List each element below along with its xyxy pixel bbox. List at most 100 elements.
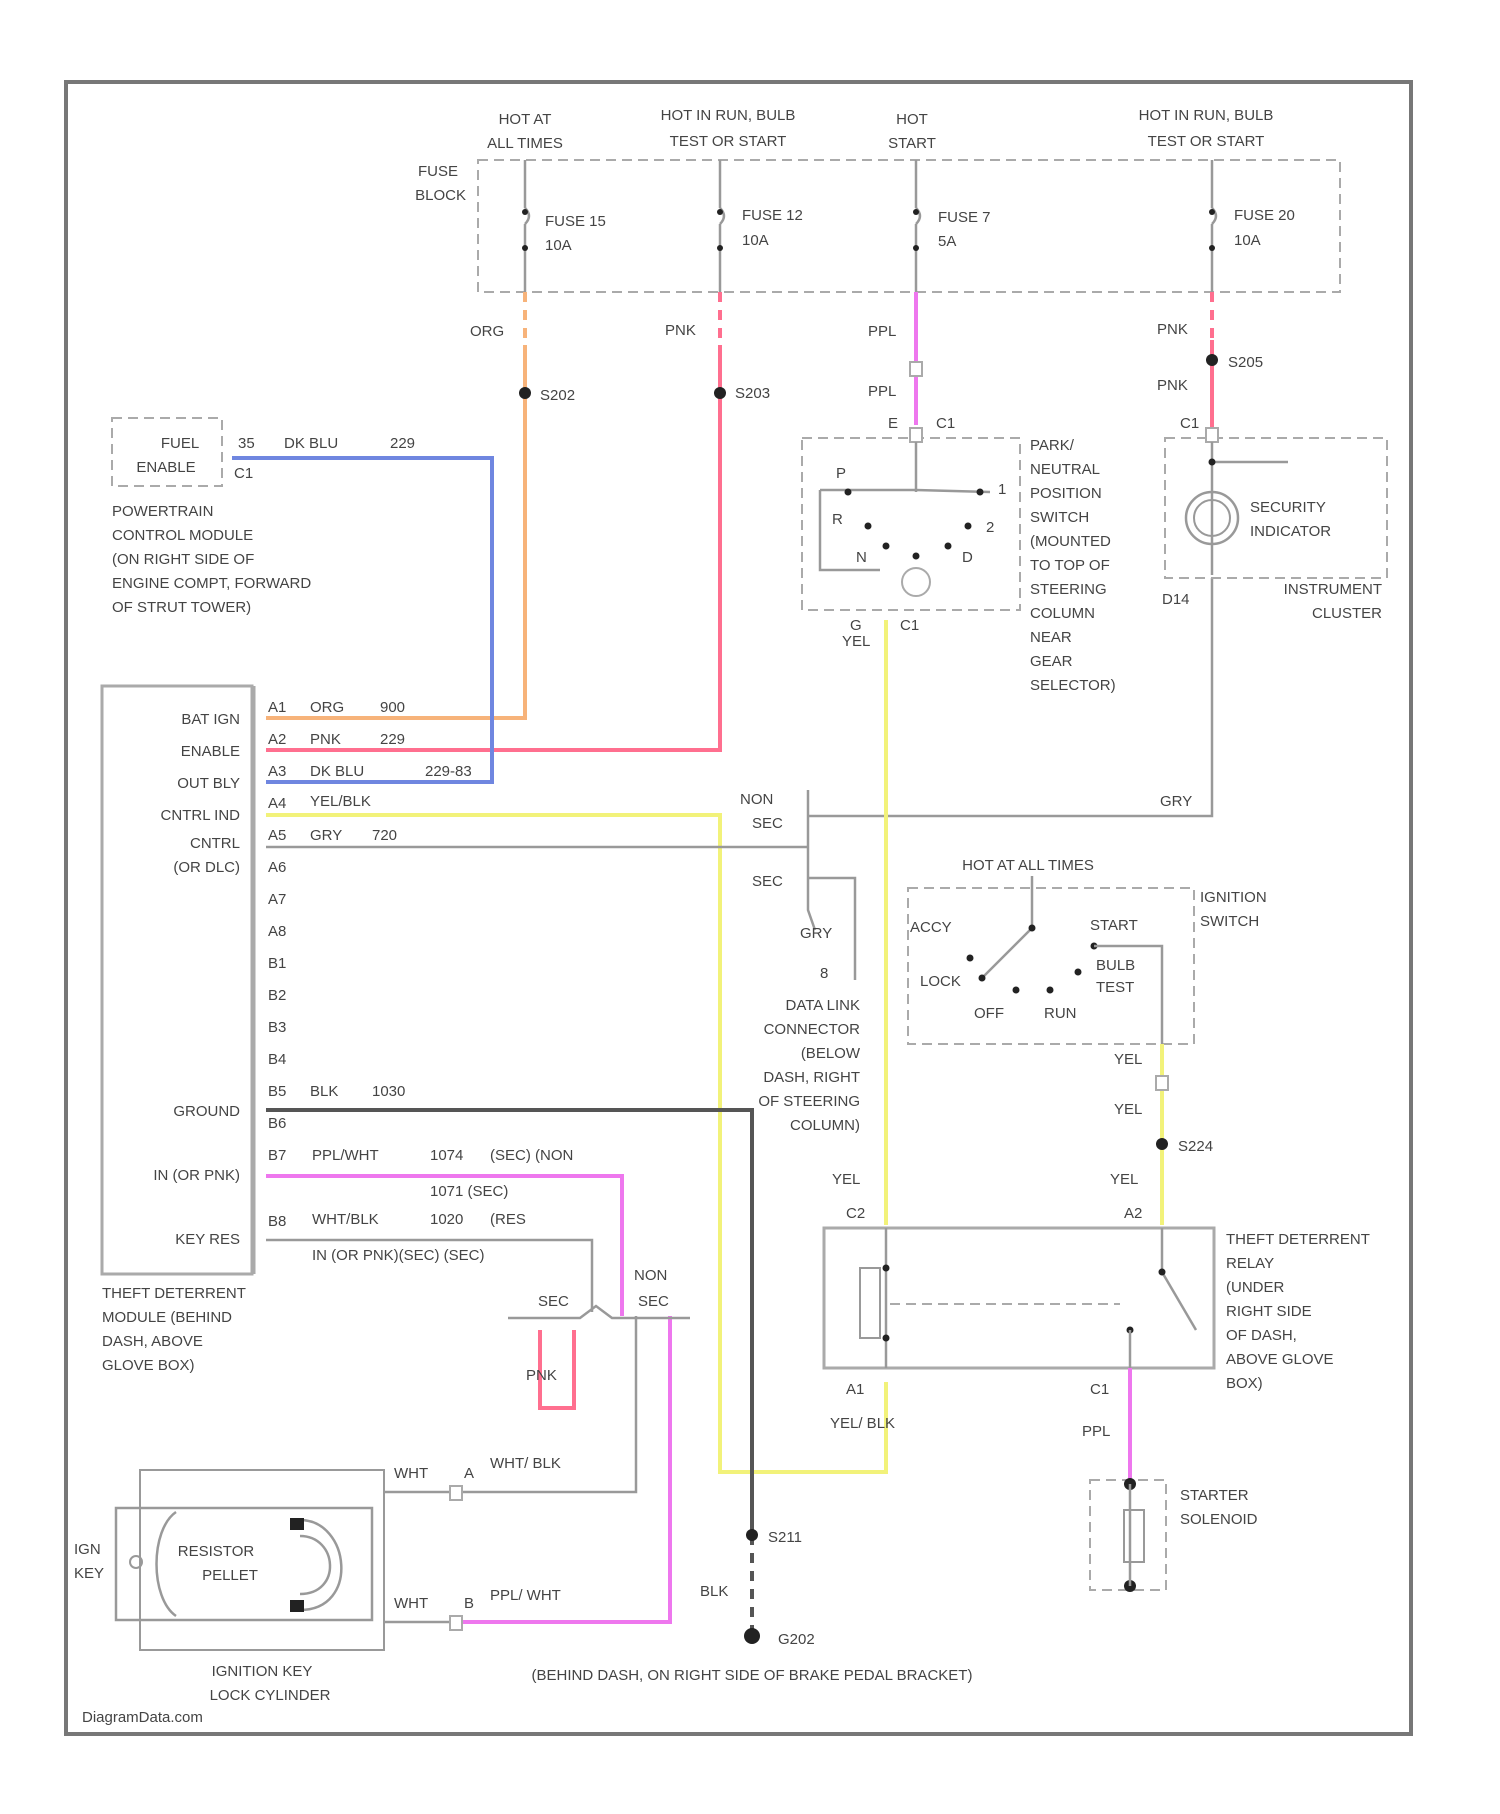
dlc-label: NON [740, 791, 773, 808]
fuse-name: FUSE 12 [742, 207, 803, 224]
fuse-rating: 10A [545, 237, 572, 254]
pcm-box-label: ENABLE [136, 459, 195, 476]
pnp-position: P [836, 465, 846, 482]
wire-pnk: PNK S203 [266, 292, 770, 750]
source-label: HOT AT [499, 111, 552, 128]
relay-desc: OF DASH, [1226, 1327, 1297, 1344]
pnp-desc: STEERING [1030, 581, 1107, 598]
dlc-label: SEC [752, 815, 783, 832]
dlc-desc: COLUMN) [790, 1117, 860, 1134]
tdm-pin: A7 [268, 891, 286, 908]
wire-label: BLK [700, 1583, 728, 1600]
ignition-position: ACCY [910, 919, 952, 936]
wire-label: PNK [1157, 377, 1188, 394]
pnp-desc: NEUTRAL [1030, 461, 1100, 478]
tdm-label: BAT IGN [181, 711, 240, 728]
tdm-pin: B7 [268, 1147, 286, 1164]
ignition-desc: IGNITION [1200, 889, 1267, 906]
tdm-desc: GLOVE BOX) [102, 1357, 195, 1374]
relay-desc: THEFT DETERRENT [1226, 1231, 1370, 1248]
ignition-key-lock: IGN KEY RESISTOR PELLET WHT A WHT B IGNI… [74, 1465, 474, 1704]
cluster-desc: INSTRUMENT [1284, 581, 1382, 598]
pcm-wire: DK BLU [284, 435, 338, 452]
tdm-pin: B2 [268, 987, 286, 1004]
relay-desc: RELAY [1226, 1255, 1274, 1272]
sec-label: PNK [526, 1367, 557, 1384]
fuse-name: FUSE 20 [1234, 207, 1295, 224]
fuse-block-label: FUSE [418, 163, 458, 180]
wire-label: YEL [842, 633, 870, 650]
relay-pin: C1 [1090, 1381, 1109, 1398]
fuse-block-label: BLOCK [415, 187, 466, 204]
pnp-pin: G [850, 617, 862, 634]
ignition-position: TEST [1096, 979, 1134, 996]
tdm-pin: A5 [268, 827, 286, 844]
watermark: DiagramData.com [82, 1709, 203, 1726]
pnp-desc: PARK/ [1030, 437, 1075, 454]
source-hot-in-run: HOT IN RUN, BULB TEST OR START [661, 107, 796, 150]
tdm-wire-color: WHT/BLK [312, 1211, 379, 1228]
cluster-conn: C1 [1180, 415, 1199, 432]
fuse-20: FUSE 20 10A [1209, 160, 1295, 292]
ignition-position: LOCK [920, 973, 961, 990]
wire-label: YEL [1114, 1101, 1142, 1118]
cluster-indicator: SECURITY [1250, 499, 1326, 516]
fuse-rating: 10A [742, 232, 769, 249]
tdm-label: KEY RES [175, 1231, 240, 1248]
pnp-conn: C1 [936, 415, 955, 432]
pnp-desc: TO TOP OF [1030, 557, 1110, 574]
fuse-name: FUSE 15 [545, 213, 606, 230]
tdm-note: (SEC) (NON [490, 1147, 573, 1164]
data-link-connector: NON SEC SEC 8 DATA LINK CONNECTOR (BELOW… [740, 791, 861, 1134]
relay-pin: C2 [846, 1205, 865, 1222]
ignition-title: HOT AT ALL TIMES [962, 857, 1094, 874]
dlc-desc: OF STEERING [758, 1093, 860, 1110]
tdm-label: GROUND [173, 1103, 240, 1120]
fuse-7: FUSE 7 5A [913, 160, 991, 292]
tdm-wire-circuit: 1020 [430, 1211, 463, 1228]
tdm-label: CNTRL IND [161, 807, 241, 824]
key-lock-desc: IGNITION KEY [212, 1663, 313, 1680]
wire-label: PPL/ WHT [490, 1587, 561, 1604]
pcm-desc: (ON RIGHT SIDE OF [112, 551, 254, 568]
key-lock-label: RESISTOR [178, 1543, 255, 1560]
splice-label: G202 [778, 1631, 815, 1648]
pcm-conn: C1 [234, 465, 253, 482]
key-lock-label: PELLET [202, 1567, 258, 1584]
tdm-label: IN (OR PNK) [153, 1167, 240, 1184]
dlc-desc: DASH, RIGHT [763, 1069, 860, 1086]
tdm-wire-circuit: 1030 [372, 1083, 405, 1100]
pnp-position: 1 [998, 481, 1006, 498]
wire-label: PNK [665, 322, 696, 339]
pcm-circuit: 229 [390, 435, 415, 452]
source-label: HOT IN RUN, BULB [1139, 107, 1274, 124]
key-lock-pin: B [464, 1595, 474, 1612]
wire-ppl: PPL PPL [868, 292, 922, 425]
tdm-label: ENABLE [181, 743, 240, 760]
fuse-12: FUSE 12 10A [717, 160, 803, 292]
pnp-desc: SELECTOR) [1030, 677, 1116, 694]
tdm-wire-circuit: 720 [372, 827, 397, 844]
sec-jumpers: SEC NON SEC PNK [508, 1267, 690, 1408]
tdm-wire-color: PNK [310, 731, 341, 748]
pcm-pin: 35 [238, 435, 255, 452]
dlc-desc: CONNECTOR [764, 1021, 861, 1038]
wire-label: YEL [1110, 1171, 1138, 1188]
pnp-desc: NEAR [1030, 629, 1072, 646]
tdm-wire-circuit: 900 [380, 699, 405, 716]
tdm-pin: B6 [268, 1115, 286, 1132]
tdm-pin: A8 [268, 923, 286, 940]
splice-label: S202 [540, 387, 575, 404]
tdm-pin: B8 [268, 1213, 286, 1230]
pcm-desc: POWERTRAIN [112, 503, 213, 520]
tdm-pin: B4 [268, 1051, 286, 1068]
fuse-15: FUSE 15 10A [522, 160, 606, 292]
tdm-desc: THEFT DETERRENT [102, 1285, 246, 1302]
wire-ppl-wht: PPL/ WHT [266, 1176, 670, 1622]
pnp-desc: (MOUNTED [1030, 533, 1111, 550]
tdm-label: CNTRL [190, 835, 240, 852]
wire-label: PNK [1157, 321, 1188, 338]
starter-desc: SOLENOID [1180, 1511, 1258, 1528]
ignition-position: START [1090, 917, 1138, 934]
tdm-desc: MODULE (BEHIND [102, 1309, 232, 1326]
